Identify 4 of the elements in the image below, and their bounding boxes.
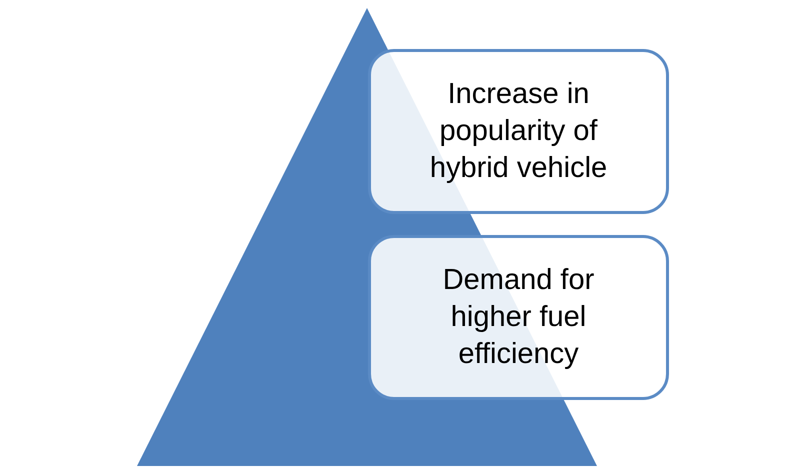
rounded-box: [368, 235, 669, 400]
box-text: Demand for higher fuel efficiency: [442, 263, 596, 372]
rounded-box: [368, 49, 669, 214]
box-text: Increase in popularity of hybrid vehicle: [428, 77, 608, 186]
